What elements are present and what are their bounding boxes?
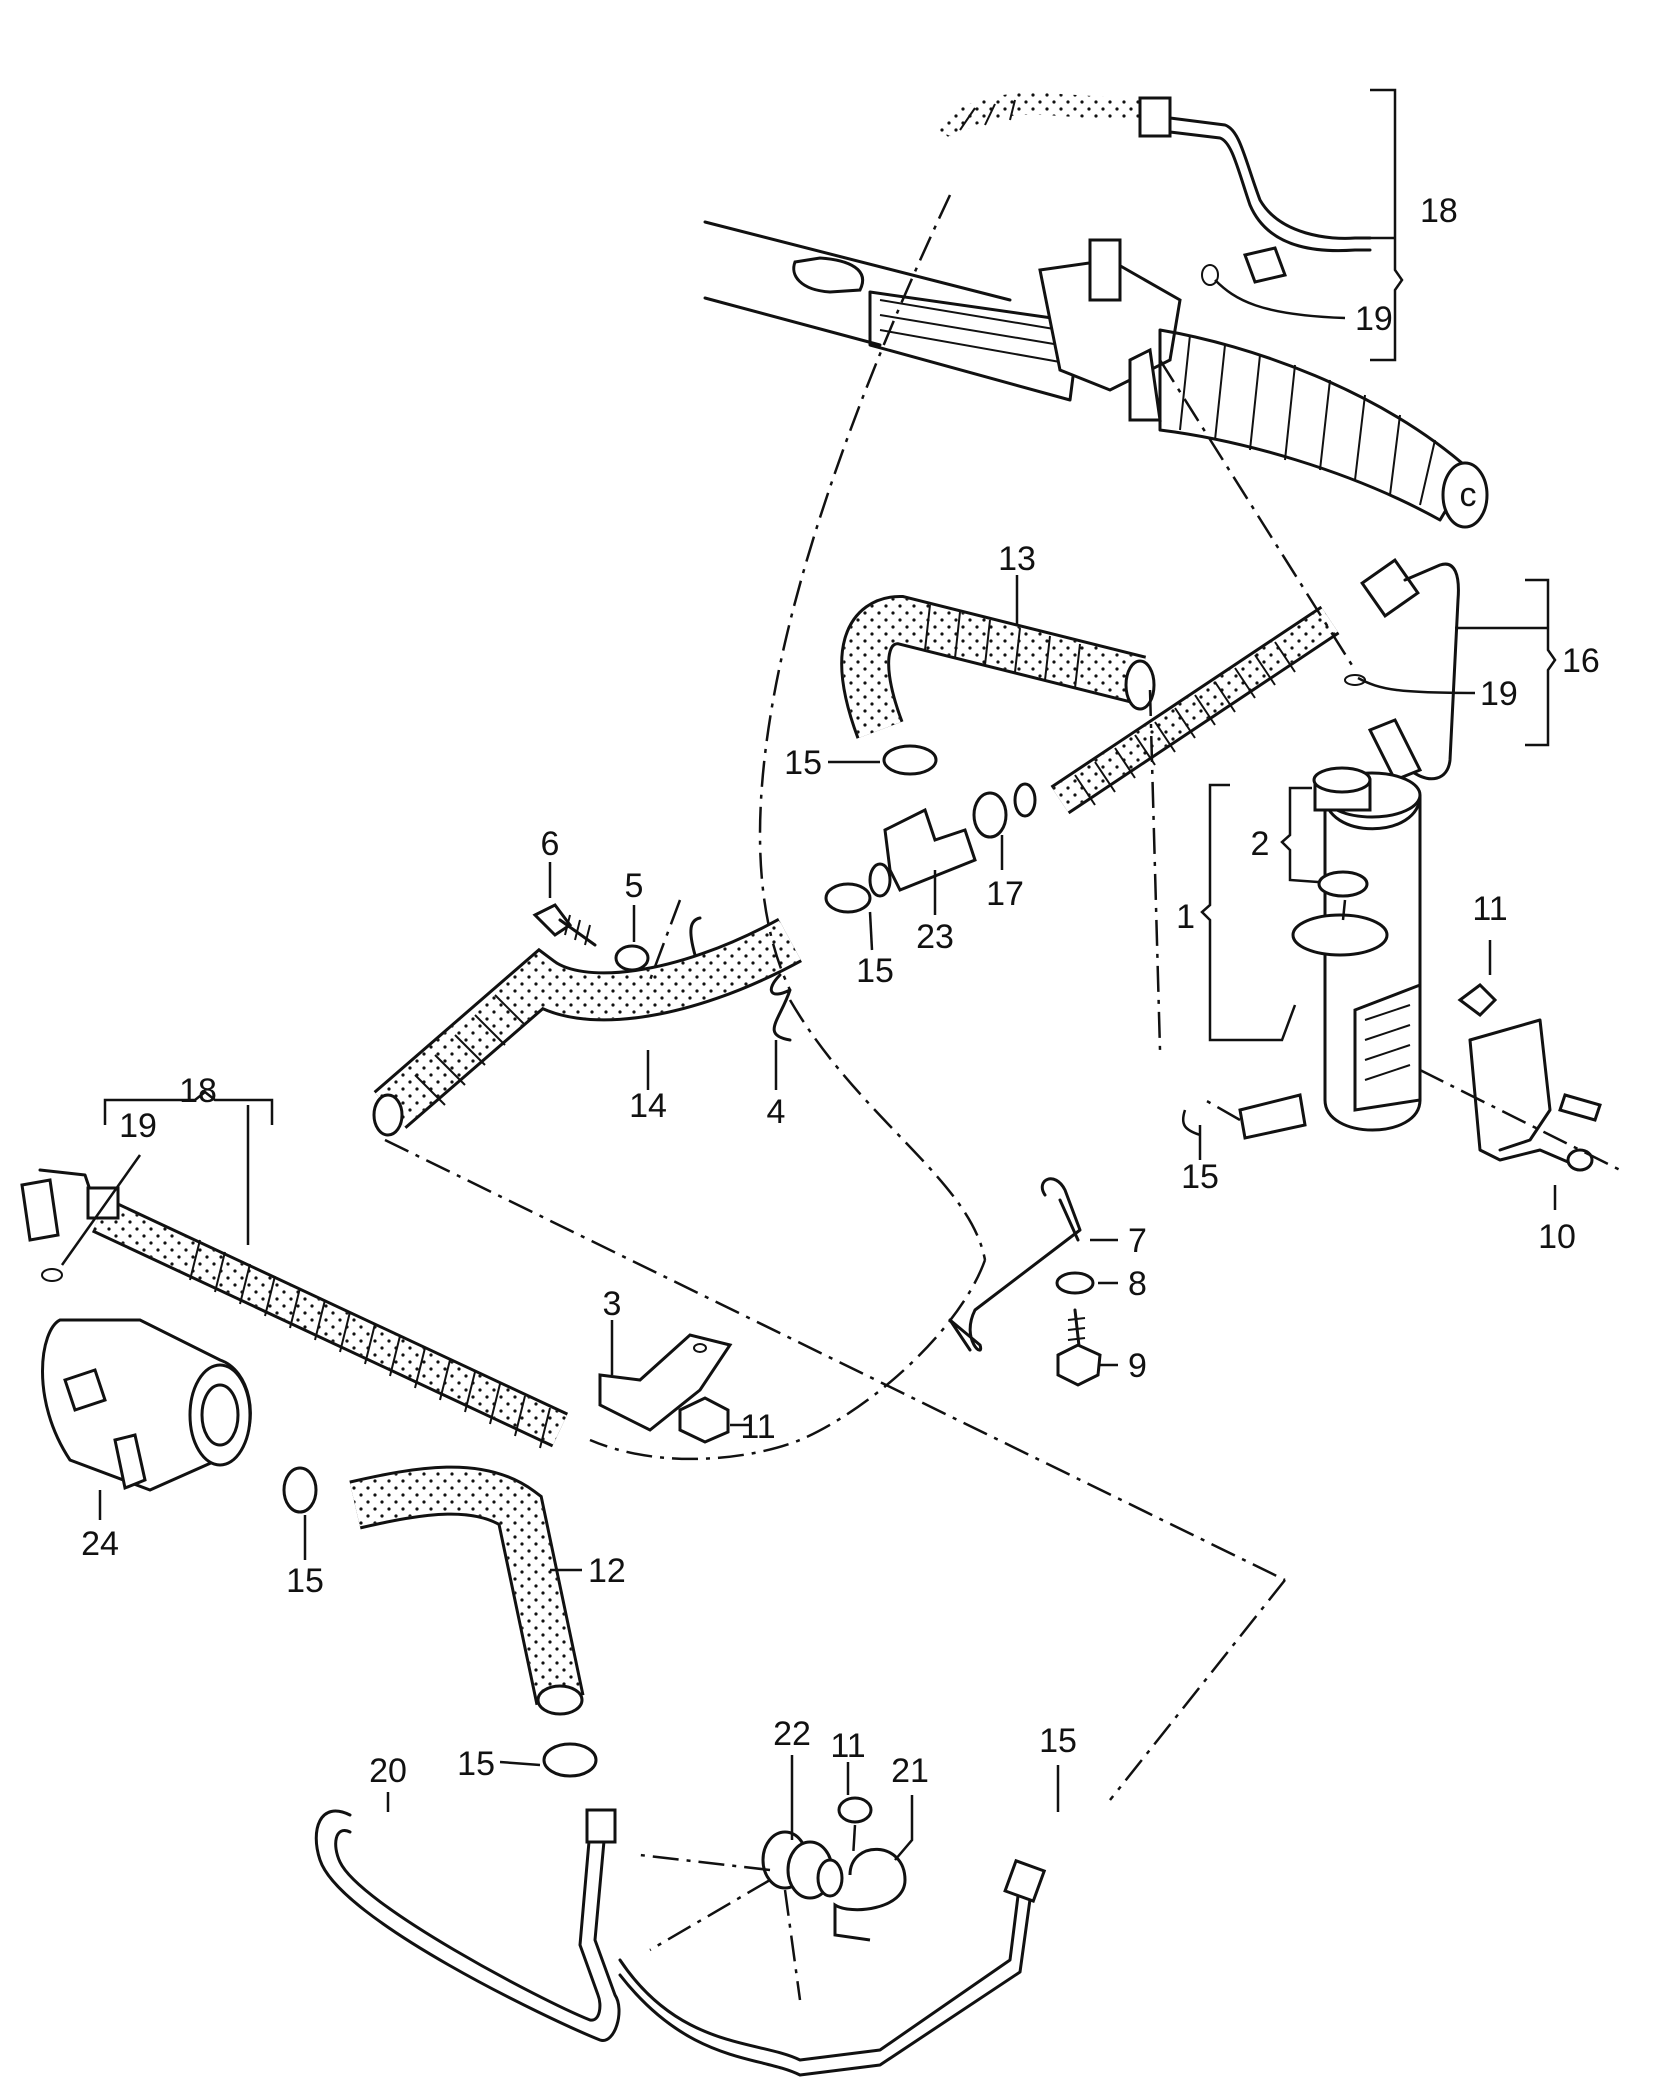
grommet-22 <box>761 1830 844 1900</box>
callout-18-bottom: 18 <box>179 1072 217 1110</box>
callout-labels: 1 2 3 4 5 6 7 8 9 10 11 11 11 12 13 14 1… <box>81 192 1600 1790</box>
bracket-10 <box>1457 983 1602 1172</box>
callout-15-right: 15 <box>1039 1722 1077 1760</box>
callout-24: 24 <box>81 1525 119 1563</box>
bracket-7 <box>948 1177 1102 1387</box>
hose-13 <box>840 594 1156 739</box>
return-hose-16 <box>1050 558 1460 815</box>
callout-3: 3 <box>603 1285 622 1323</box>
clamp-21 <box>833 1796 907 1942</box>
callout-9: 9 <box>1128 1347 1147 1385</box>
callout-5: 5 <box>625 867 644 905</box>
callout-19-top: 19 <box>1355 300 1393 338</box>
pressure-hose-top <box>938 92 1372 286</box>
hose-12 <box>349 1465 598 1778</box>
callout-22: 22 <box>773 1715 811 1753</box>
callout-21: 21 <box>891 1752 929 1790</box>
callout-15-reservoir: 15 <box>1181 1158 1219 1196</box>
callout-14: 14 <box>629 1087 667 1125</box>
reservoir-1 <box>1238 766 1422 1140</box>
callout-11-reservoir: 11 <box>1472 890 1507 928</box>
bolt-6 <box>532 903 650 972</box>
bracket-3 <box>598 1333 733 1444</box>
callout-2: 2 <box>1251 825 1270 863</box>
pressure-hose-bottom <box>20 1168 569 1449</box>
callout-10: 10 <box>1538 1218 1576 1256</box>
callout-19-mid: 19 <box>1480 675 1518 713</box>
callout-23: 23 <box>916 918 954 956</box>
svg-text:c: c <box>1460 476 1477 514</box>
callout-12: 12 <box>588 1552 626 1590</box>
callout-20: 20 <box>369 1752 407 1790</box>
callout-1: 1 <box>1176 898 1195 936</box>
callout-7: 7 <box>1128 1222 1147 1260</box>
callout-15-hose13: 15 <box>784 744 822 782</box>
callout-13: 13 <box>998 540 1036 578</box>
callout-6: 6 <box>541 825 560 863</box>
callout-15-hose12: 15 <box>457 1745 495 1783</box>
tee-fitting-23 <box>824 744 1037 914</box>
callout-15-pump: 15 <box>286 1562 324 1600</box>
steering-rack: c <box>703 220 1489 529</box>
callout-19-bottom: 19 <box>119 1107 157 1145</box>
routing-lines <box>384 194 1621 2001</box>
callout-11-bottom: 11 <box>830 1727 865 1765</box>
power-steering-pump-24 <box>41 1318 318 1514</box>
hose-14 <box>372 916 802 1137</box>
cooler-loop-20 <box>314 1808 1047 2077</box>
callout-17: 17 <box>986 875 1024 913</box>
callout-leaders <box>60 88 1557 1861</box>
callout-18-top: 18 <box>1420 192 1458 230</box>
callout-4: 4 <box>767 1093 786 1131</box>
callout-11-bracket: 11 <box>740 1408 775 1446</box>
callout-15-tee: 15 <box>856 952 894 990</box>
callout-16: 16 <box>1562 642 1600 680</box>
callout-8: 8 <box>1128 1265 1147 1303</box>
